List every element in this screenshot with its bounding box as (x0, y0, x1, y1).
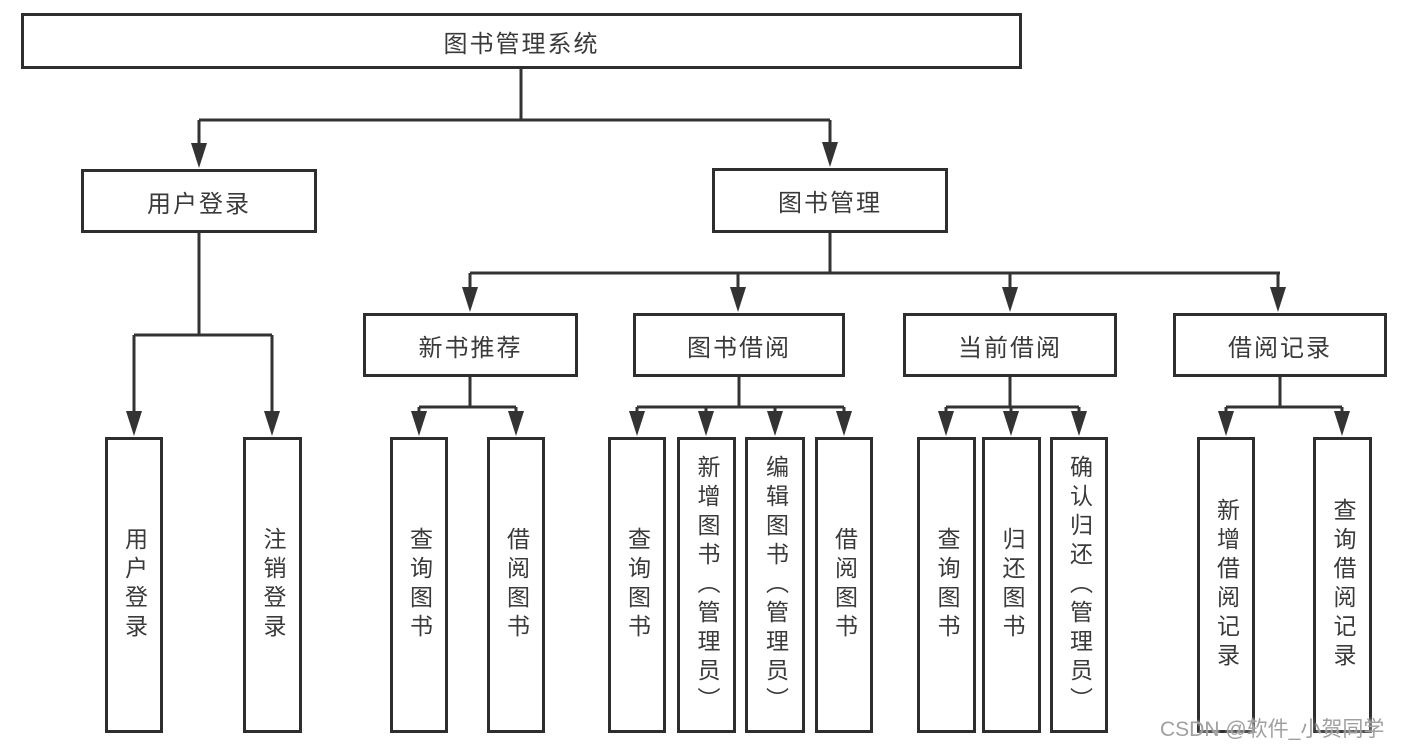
arrow-down-icon (1002, 287, 1018, 312)
arrow-down-icon (1270, 287, 1286, 312)
arrow-down-icon (767, 411, 783, 436)
leaf-query-books: 查询图书 (917, 437, 976, 733)
arrow-down-icon (730, 287, 746, 312)
arrow-down-icon (508, 411, 524, 436)
leaf-label: 注销登录 (260, 527, 286, 643)
leaf-user-login: 用户登录 (105, 437, 163, 733)
node-label: 用户登录 (147, 190, 251, 218)
node-label: 借阅记录 (1228, 334, 1332, 362)
node-label: 当前借阅 (958, 334, 1062, 362)
connector-lines (132, 69, 1344, 414)
arrow-down-icon (191, 143, 207, 168)
arrow-down-icon (698, 411, 714, 436)
leaf-label: 编辑图书（管理员） (762, 454, 789, 716)
leaf-label: 借阅图书 (503, 527, 530, 643)
leaf-label: 新增图书（管理员） (694, 454, 720, 716)
leaf-label: 借阅图书 (831, 527, 858, 643)
leaf-borrow-books: 借阅图书 (815, 437, 873, 733)
leaf-label: 查询图书 (406, 527, 433, 643)
arrow-down-icon (264, 411, 280, 436)
csdn-watermark: CSDN @软件_小贺同学 (1160, 718, 1385, 741)
node-label: 图书借阅 (687, 334, 791, 362)
leaf-add-borrow-record: 新增借阅记录 (1197, 437, 1255, 733)
leaf-add-books-admin: 新增图书（管理员） (677, 437, 736, 733)
leaf-label: 查询图书 (624, 527, 651, 643)
arrow-down-icon (1003, 411, 1019, 436)
leaf-label: 查询借阅记录 (1330, 498, 1356, 672)
node-book-borrowing: 图书借阅 (633, 313, 845, 377)
leaf-confirm-return-admin: 确认归还（管理员） (1050, 437, 1108, 733)
node-label: 新书推荐 (418, 334, 523, 362)
node-borrowing-records: 借阅记录 (1173, 313, 1387, 377)
arrow-down-icon (1334, 411, 1350, 436)
node-user-login: 用户登录 (81, 169, 317, 233)
arrow-down-icon (1071, 411, 1087, 436)
leaf-query-books: 查询图书 (390, 437, 448, 733)
leaf-logout: 注销登录 (243, 437, 302, 733)
leaf-query-books: 查询图书 (608, 437, 666, 733)
leaf-label: 新增借阅记录 (1213, 498, 1240, 672)
node-library-system: 图书管理系统 (21, 13, 1022, 69)
leaf-return-books: 归还图书 (982, 437, 1041, 733)
leaf-query-borrow-record: 查询借阅记录 (1313, 437, 1372, 733)
leaf-label: 归还图书 (999, 527, 1025, 643)
arrow-down-icon (629, 411, 645, 436)
arrow-down-icon (938, 411, 954, 436)
leaf-label: 用户登录 (121, 527, 148, 643)
node-book-management: 图书管理 (712, 168, 948, 233)
node-new-book-recommend: 新书推荐 (363, 313, 578, 377)
leaf-edit-books-admin: 编辑图书（管理员） (745, 437, 805, 733)
arrow-down-icon (822, 142, 838, 167)
arrow-down-icon (1218, 411, 1234, 436)
arrow-down-icon (462, 287, 478, 312)
arrow-down-icon (126, 411, 142, 436)
node-label: 图书管理 (778, 190, 882, 217)
node-current-borrowing: 当前借阅 (903, 313, 1117, 377)
arrow-down-icon (411, 411, 427, 436)
leaf-borrow-books: 借阅图书 (487, 437, 545, 733)
arrow-down-icon (836, 411, 852, 436)
leaf-label: 确认归还（管理员） (1066, 454, 1093, 716)
leaf-label: 查询图书 (934, 527, 960, 643)
node-label: 图书管理系统 (443, 30, 600, 58)
arrowhead-group (126, 142, 1350, 436)
